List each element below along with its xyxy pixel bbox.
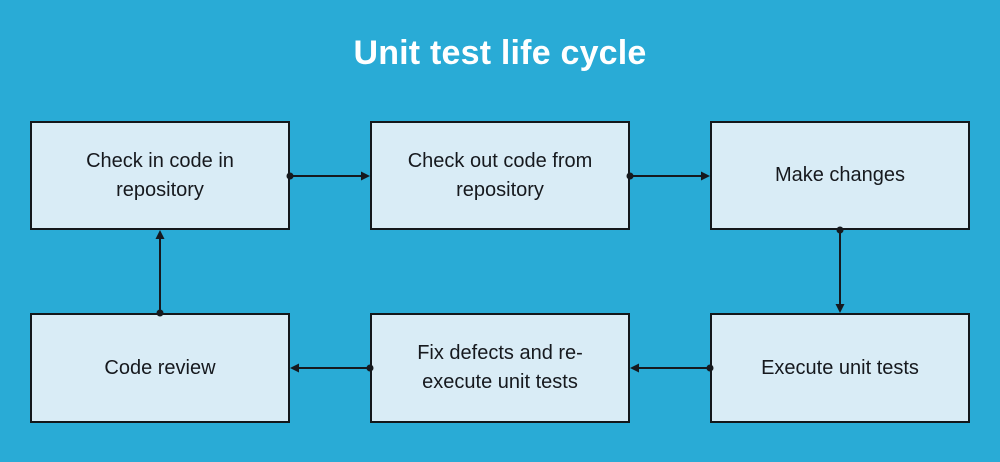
node-execute-unit-tests: Execute unit tests [710,313,970,423]
node-fix-defects: Fix defects and re-execute unit tests [370,313,630,423]
connector-code-review-to-check-in-code [155,230,165,317]
node-check-in-code: Check in code in repository [30,121,290,230]
node-label: Check in code in repository [86,149,234,201]
connector-execute-unit-tests-to-fix-defects [630,363,714,373]
connector-fix-defects-to-code-review [290,363,374,373]
diagram-title: Unit test life cycle [353,34,647,72]
node-make-changes: Make changes [710,121,970,230]
node-label: Execute unit tests [761,356,919,379]
node-label: Fix defects and re-execute unit tests [417,342,583,393]
connector-check-out-code-to-make-changes [626,171,710,181]
connector-make-changes-to-execute-unit-tests [835,226,845,313]
node-label: Code review [104,356,216,379]
node-check-out-code: Check out code from repository [370,121,630,230]
node-label: Make changes [774,164,906,186]
node-label: Check out code from repository [407,149,593,201]
node-code-review: Code review [30,313,290,423]
connector-check-in-code-to-check-out-code [286,171,370,181]
